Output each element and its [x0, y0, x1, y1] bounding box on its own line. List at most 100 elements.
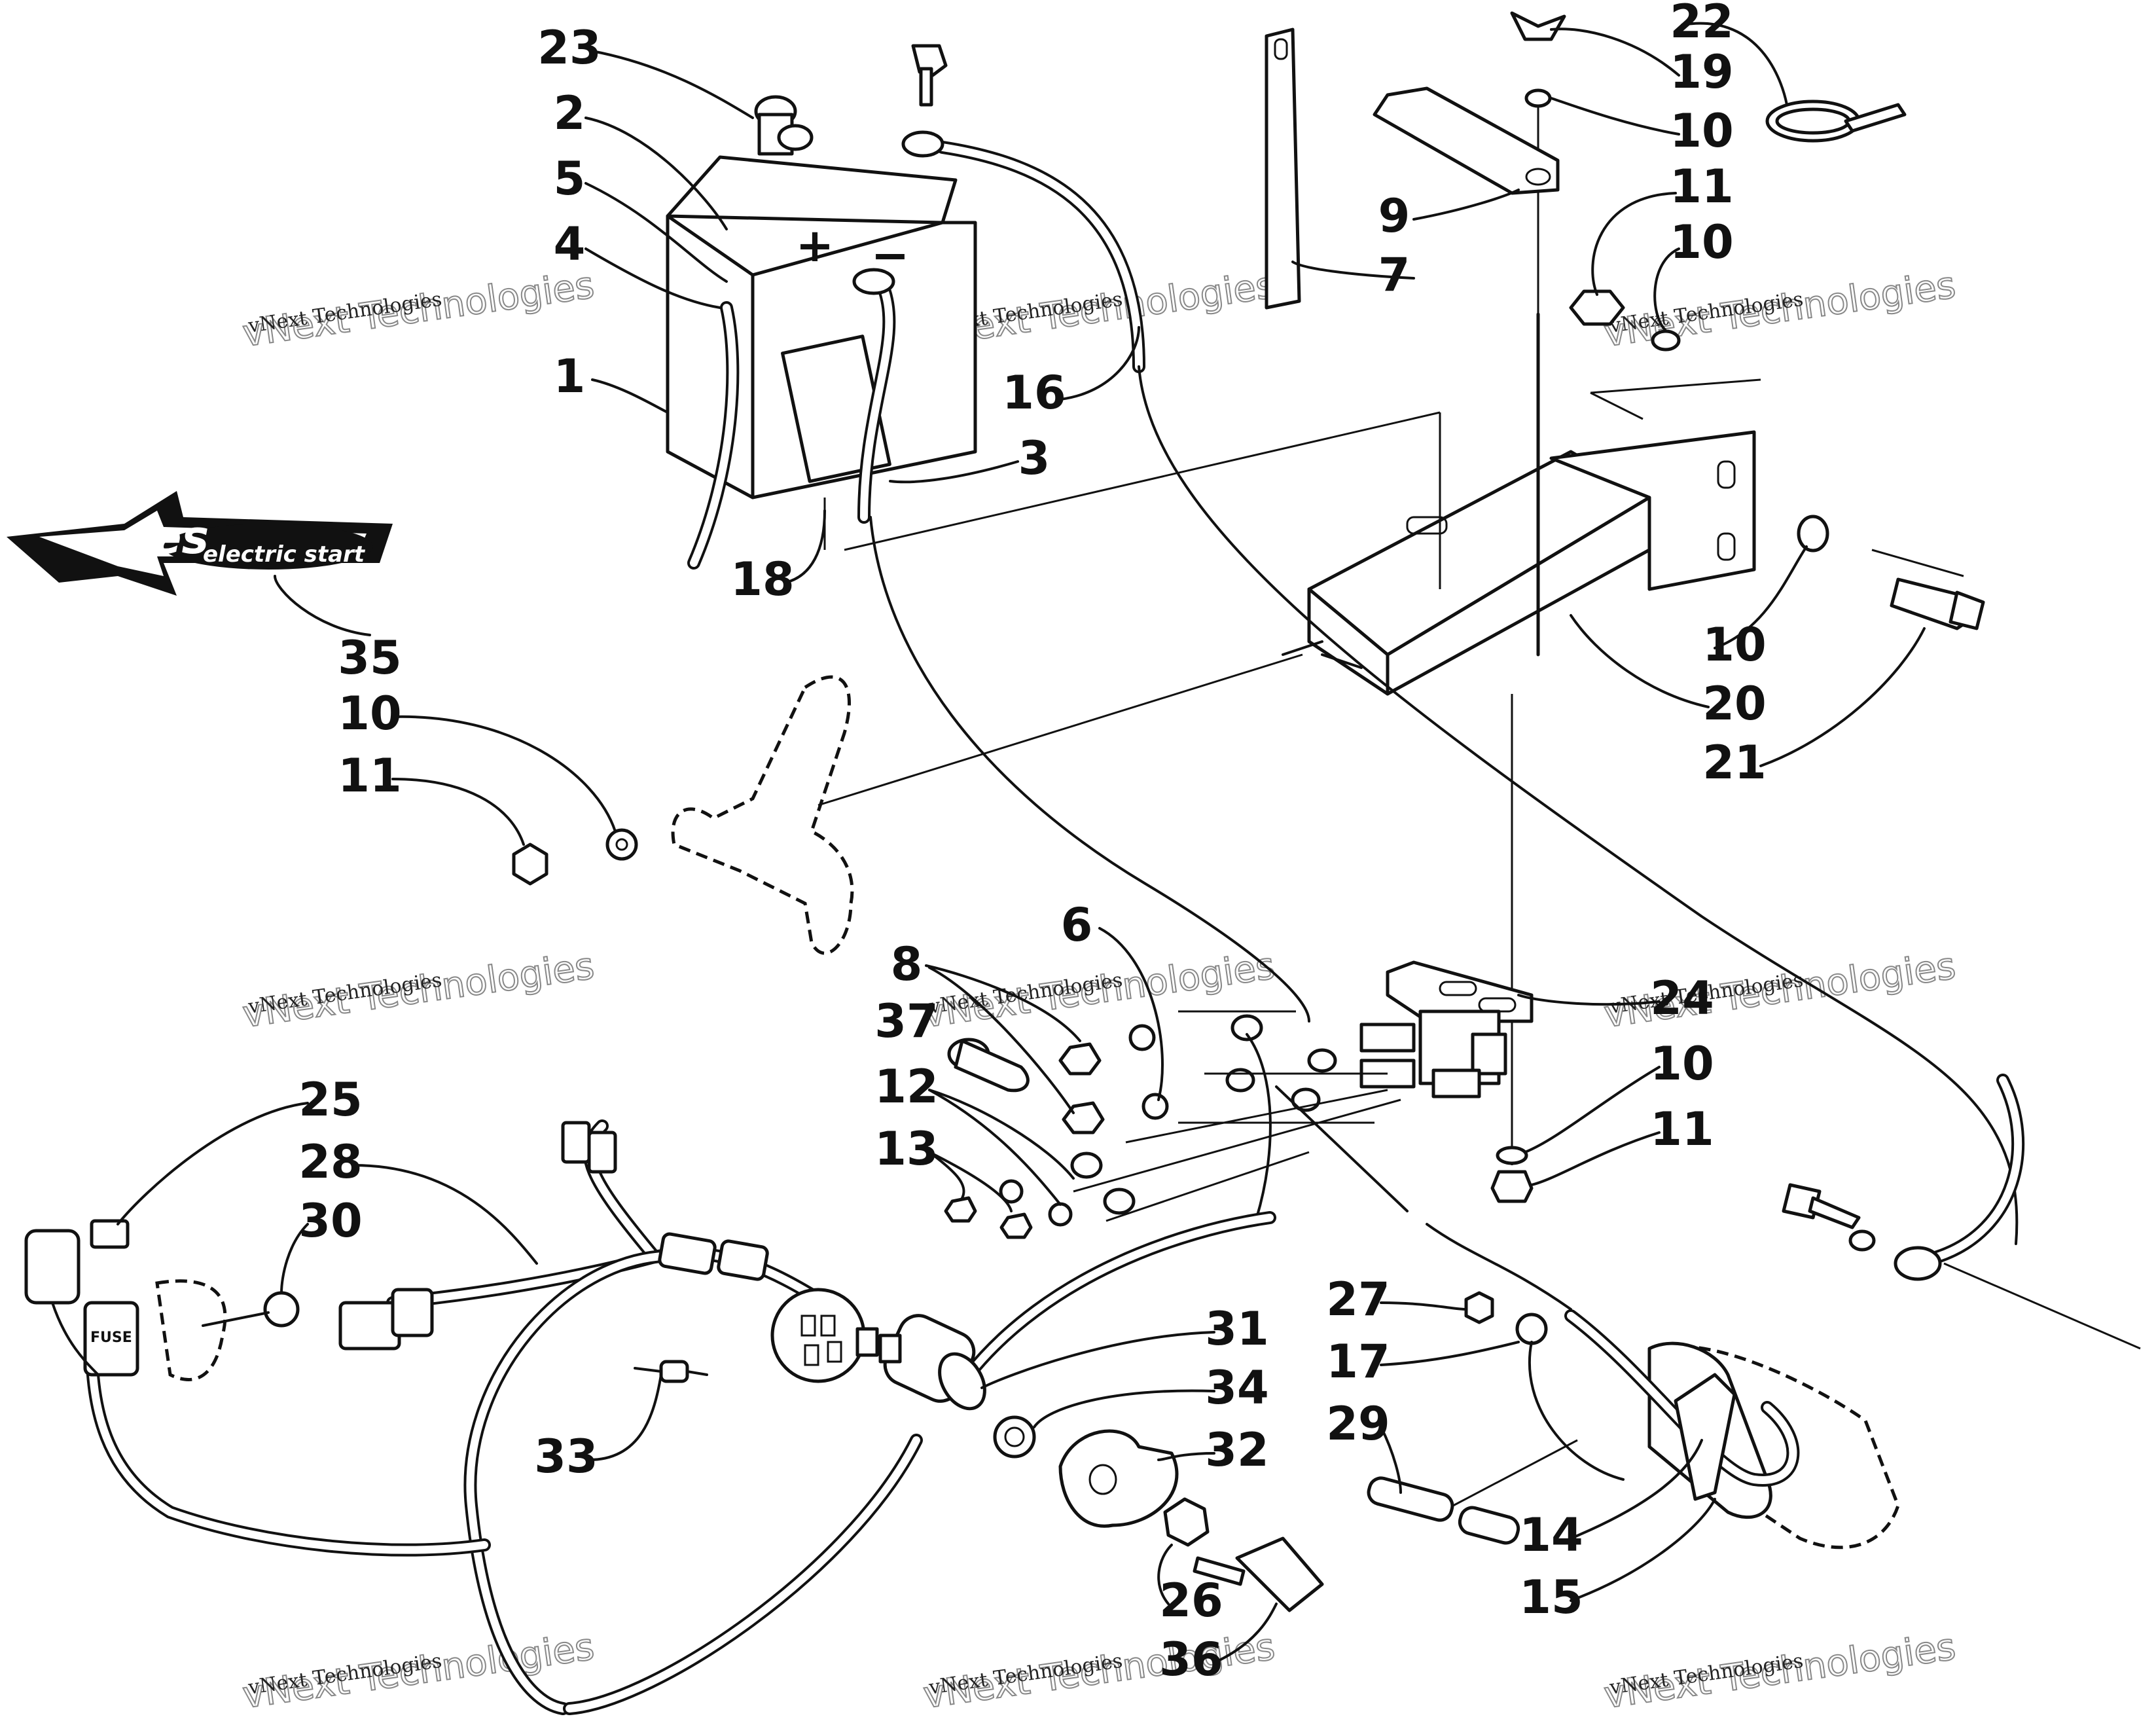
callout-16: 16	[1002, 366, 1066, 420]
wing-nut	[1510, 11, 1566, 41]
battery: + −	[666, 155, 977, 499]
harness-connector	[338, 1288, 434, 1351]
ring-terminal	[1231, 1014, 1263, 1042]
lock-washer	[993, 1415, 1036, 1459]
callout-6: 6	[1061, 898, 1093, 952]
ignition-switch	[855, 1314, 986, 1411]
ring-terminal	[1894, 1246, 1942, 1281]
svg-text:FUSE: FUSE	[90, 1330, 132, 1346]
ignition-key	[1193, 1536, 1324, 1612]
battery-strap	[1265, 27, 1301, 310]
ignition-plate	[1058, 1429, 1179, 1528]
callout-15: 15	[1519, 1570, 1583, 1624]
nut	[1062, 1101, 1105, 1134]
callout-24: 24	[1650, 971, 1714, 1025]
hold-down-bracket	[1373, 86, 1560, 195]
callout-28: 28	[298, 1135, 362, 1189]
watermark-mid-left: vNext Technologies vNext Technologies	[240, 944, 598, 1037]
callout-9: 9	[1378, 189, 1410, 243]
watermark-mid-center: vNext Technologies vNext Technologies	[920, 944, 1278, 1037]
callout-29: 29	[1326, 1397, 1390, 1451]
callout-19: 19	[1670, 45, 1733, 99]
fuse-holder: FUSE	[24, 1229, 139, 1377]
callout-17: 17	[1326, 1335, 1390, 1388]
battery-tray	[1282, 430, 1756, 696]
callout-3: 3	[1018, 431, 1051, 485]
terminal-boot	[947, 1038, 1030, 1093]
washer	[1128, 1024, 1156, 1051]
washer	[999, 1179, 1024, 1204]
washer	[1048, 1202, 1073, 1227]
ring-terminal	[1515, 1313, 1548, 1345]
leader-lines	[117, 22, 1926, 1664]
callout-11: 11	[338, 749, 401, 803]
callout-10: 10	[1650, 1037, 1714, 1091]
watermark-top-left: vNext Technologies vNext Technologies	[240, 263, 598, 356]
callout-33: 33	[534, 1430, 598, 1483]
callout-1: 1	[554, 350, 586, 403]
ring-terminal	[1103, 1188, 1136, 1215]
terminal-bolt	[1782, 1183, 1876, 1252]
nut	[1464, 1291, 1494, 1324]
callout-12: 12	[874, 1060, 938, 1114]
starter-motor	[1564, 1309, 1900, 1550]
nut	[944, 1196, 977, 1223]
ring-terminal	[1070, 1152, 1103, 1179]
callout-32: 32	[1205, 1423, 1268, 1477]
watermark-bottom-right: vNext Technologies vNext Technologies	[1601, 1625, 1959, 1718]
starter-solenoid	[1359, 960, 1534, 1098]
callout-14: 14	[1519, 1508, 1583, 1562]
callout-7: 7	[1378, 248, 1410, 302]
callout-34: 34	[1205, 1361, 1268, 1415]
washer	[1524, 88, 1552, 108]
callout-2: 2	[554, 86, 586, 140]
washer	[1307, 1048, 1337, 1073]
callout-31: 31	[1205, 1302, 1268, 1356]
callout-11: 11	[1670, 160, 1733, 213]
nut	[1163, 1497, 1210, 1547]
watermark-bottom-center: vNext Technologies vNext Technologies	[920, 1625, 1278, 1718]
fuse	[90, 1219, 130, 1249]
washer	[605, 828, 638, 861]
spring	[1367, 1476, 1520, 1545]
callout-27: 27	[1326, 1273, 1390, 1326]
callout-36: 36	[1159, 1633, 1223, 1686]
washer	[1496, 1146, 1528, 1165]
callout-37: 37	[874, 994, 938, 1048]
positive-cable	[852, 268, 896, 524]
callout-21: 21	[1702, 736, 1766, 789]
callout-10: 10	[1670, 215, 1733, 269]
nut	[1058, 1042, 1102, 1076]
nut	[999, 1212, 1033, 1239]
callout-5: 5	[554, 152, 586, 206]
washer	[1225, 1068, 1255, 1093]
ignition-connector	[770, 1288, 866, 1383]
nut	[1490, 1170, 1534, 1203]
battery-bolt	[911, 44, 948, 107]
svg-text:electric start: electric start	[203, 541, 366, 568]
washer	[1141, 1093, 1169, 1120]
callout-26: 26	[1159, 1574, 1223, 1627]
cable-tie	[1765, 100, 1907, 143]
callout-22: 22	[1670, 0, 1733, 48]
callout-10: 10	[338, 687, 401, 740]
callout-20: 20	[1702, 677, 1766, 731]
callout-30: 30	[298, 1194, 362, 1248]
washer	[1651, 329, 1681, 352]
callout-4: 4	[554, 217, 586, 271]
callout-8: 8	[891, 937, 923, 991]
harness-plug	[561, 1121, 617, 1174]
nut	[1569, 289, 1625, 326]
callout-23: 23	[537, 21, 601, 75]
svg-text:+: +	[796, 219, 835, 272]
mounting-screw	[202, 1291, 300, 1328]
callout-25: 25	[298, 1073, 362, 1127]
wiring-harness	[85, 1119, 1276, 1715]
mounting-bracket-ref	[671, 675, 854, 955]
diode	[634, 1360, 708, 1383]
nut	[512, 843, 548, 886]
callout-13: 13	[874, 1122, 938, 1176]
svg-text:es: es	[151, 511, 209, 564]
